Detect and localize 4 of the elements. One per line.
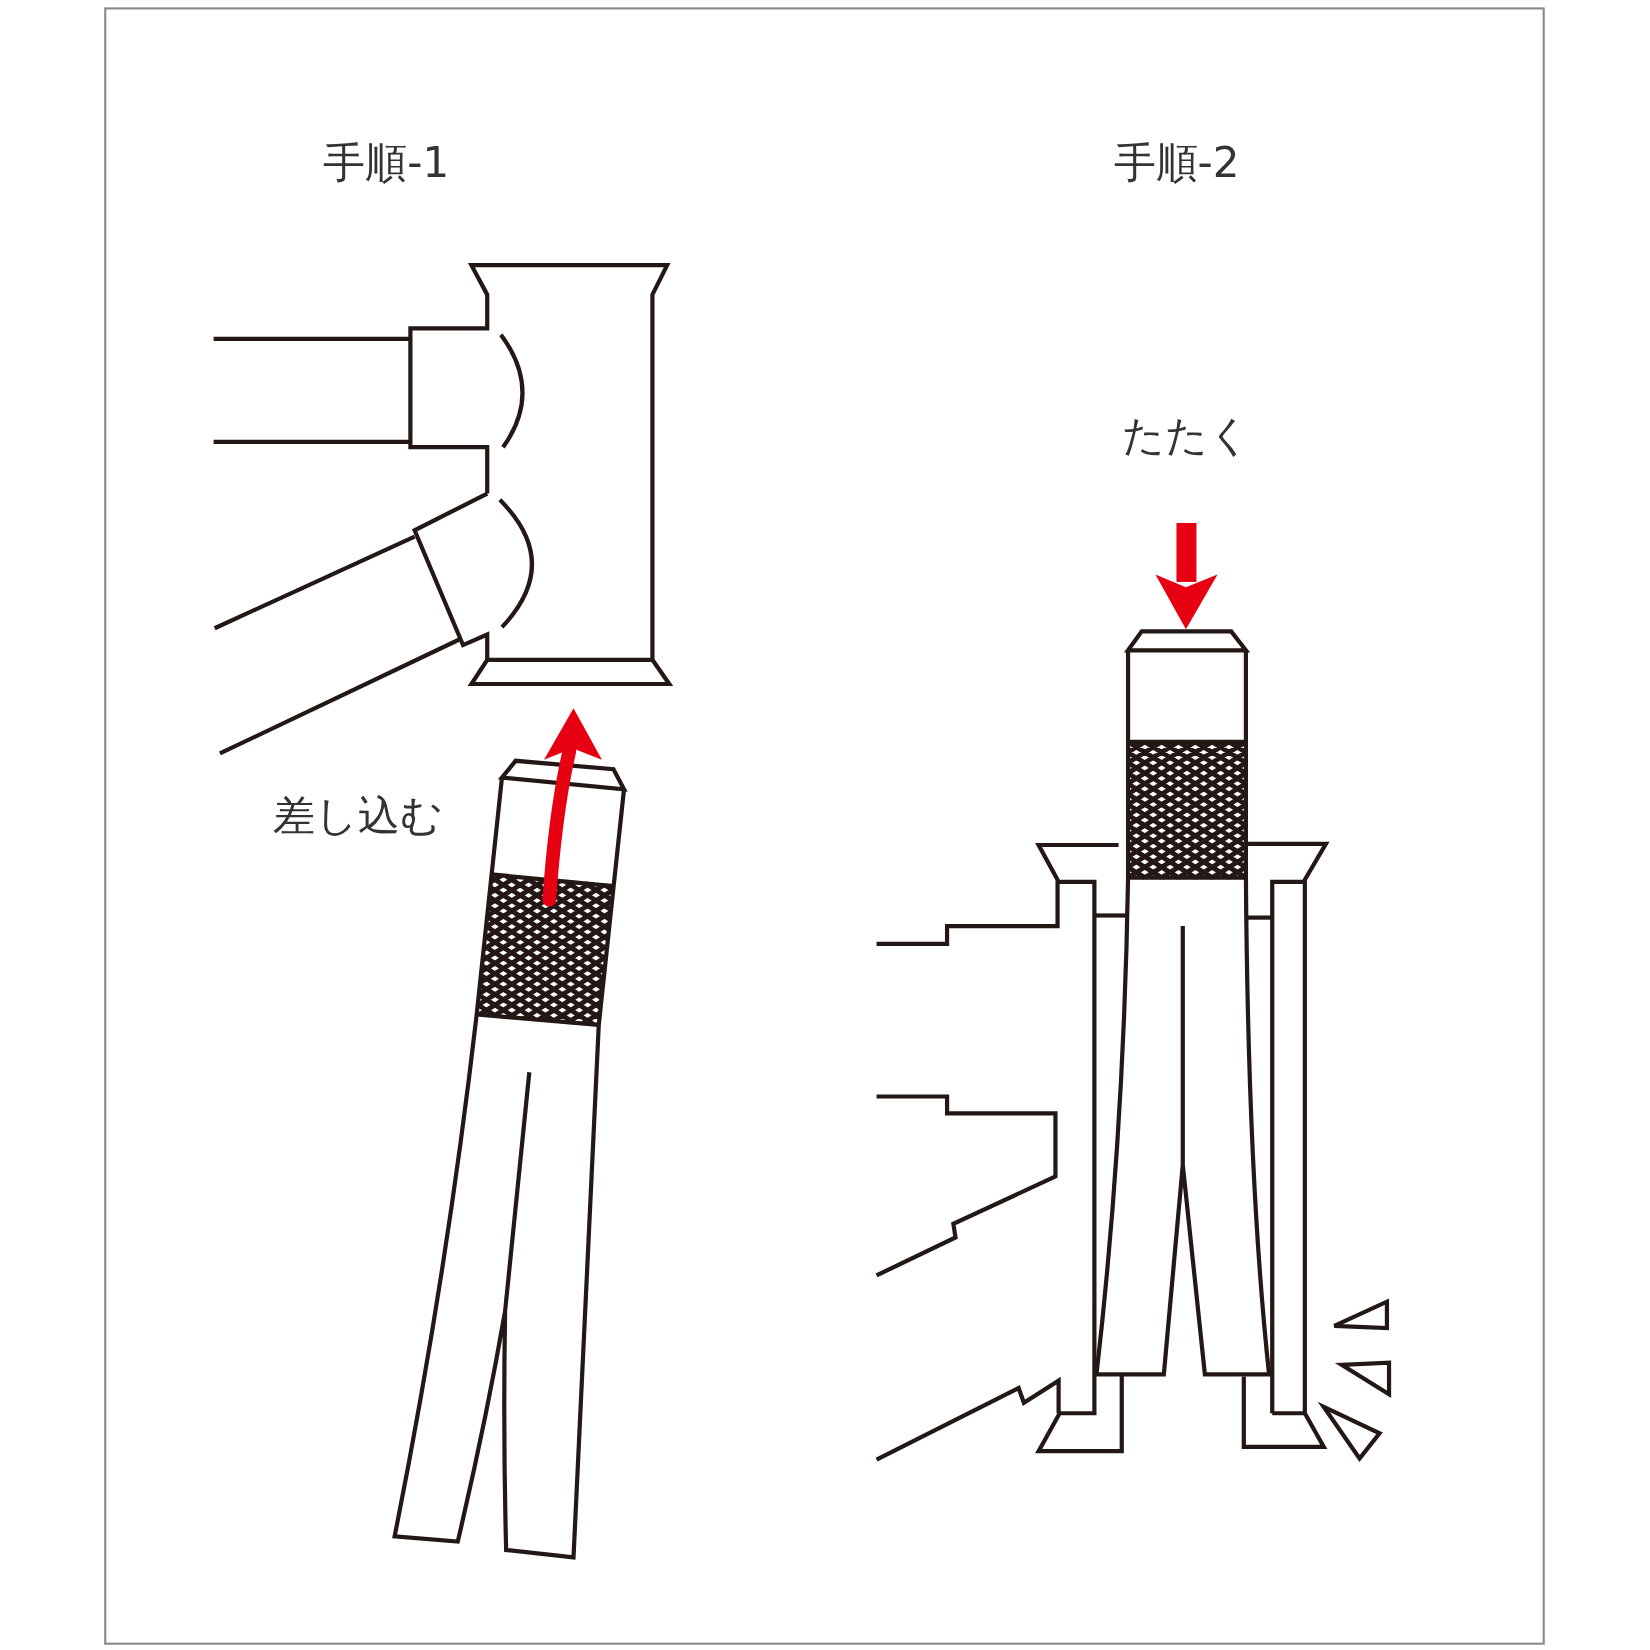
instruction-label: たたく [1122,411,1252,460]
instruction-label: 差し込む [272,791,443,840]
step-heading: 手順-2 [1113,138,1240,188]
step-heading: 手順-1 [323,138,450,188]
